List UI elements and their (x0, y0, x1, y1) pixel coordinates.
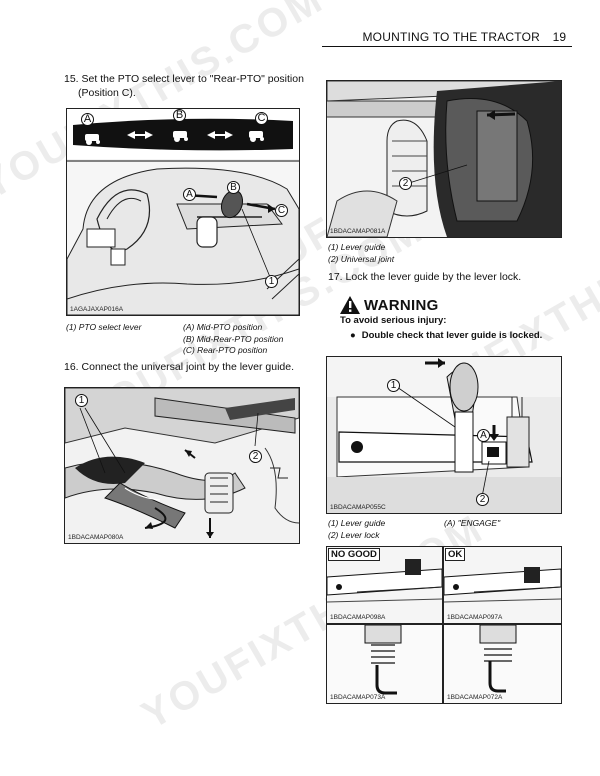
figure-lever-guide: 2 1BDACAMAP081A (326, 80, 562, 238)
caption-fig1-left: (1) PTO select lever (66, 322, 142, 332)
step-text: (Position C). (78, 87, 136, 99)
pto-lever-illustration (67, 109, 299, 315)
marker-a: A (477, 429, 490, 442)
marker-1: 1 (265, 275, 278, 288)
ok-label: OK (445, 548, 466, 561)
marker-2: 2 (249, 450, 262, 463)
marker-b: B (227, 181, 240, 194)
step-number: 17. (328, 271, 343, 283)
figure-code: 1BDACAMAP055C (330, 504, 386, 511)
step-number: 15. (64, 73, 79, 85)
caption-fig1-right: (A) Mid-PTO position (B) Mid-Rear-PTO po… (183, 322, 283, 357)
step-16: 16. Connect the universal joint by the l… (64, 360, 304, 374)
caption-line: (2) Universal joint (328, 253, 395, 264)
page-number: 19 (552, 30, 566, 44)
figure-ok-bottom: 1BDACAMAP072A (443, 624, 562, 704)
figure-code: 1BDACAMAP098A (330, 614, 386, 621)
step-17: 17. Lock the lever guide by the lever lo… (328, 270, 568, 284)
marker-1: 1 (75, 394, 88, 407)
figure-no-good-top: NO GOOD 1BDACAMAP098A (326, 546, 443, 624)
universal-joint-illustration (65, 388, 299, 543)
figure-universal-joint: 1 2 1BDACAMAP080A (64, 387, 300, 544)
warning-triangle-icon (340, 296, 360, 314)
figure-code: 1BDACAMAP073A (330, 694, 386, 701)
figure-code: 1BDACAMAP072A (447, 694, 503, 701)
marker-1: 1 (387, 379, 400, 392)
spring-pin-illustration (327, 625, 442, 703)
warning-subtitle: To avoid serious injury: (340, 315, 447, 326)
marker-2: 2 (476, 493, 489, 506)
marker-a: A (183, 188, 196, 201)
marker-c: C (255, 112, 268, 125)
figure-no-good-bottom: 1BDACAMAP073A (326, 624, 443, 704)
step-number: 16. (64, 361, 79, 373)
marker-a: A (81, 113, 94, 126)
marker-2: 2 (399, 177, 412, 190)
caption-fig4-right: (A) "ENGAGE" (444, 518, 501, 528)
marker-c: C (275, 204, 288, 217)
marker-b: B (173, 109, 186, 122)
header-rule (322, 46, 572, 47)
caption-line: (1) Lever guide (328, 518, 386, 528)
caption-line: (B) Mid-Rear-PTO position (183, 333, 284, 344)
step-text: Set the PTO select lever to "Rear-PTO" p… (81, 73, 304, 85)
warning-bullet-text: Double check that lever guide is locked. (361, 330, 543, 341)
step-15: 15. Set the PTO select lever to "Rear-PT… (64, 72, 304, 100)
caption-fig3: (1) Lever guide (2) Universal joint (328, 242, 394, 265)
figure-lever-lock: 1 A 2 1BDACAMAP055C (326, 356, 562, 514)
lever-guide-illustration (327, 81, 561, 237)
step-text: Lock the lever guide by the lever lock. (345, 271, 522, 283)
figure-code: 1BDACAMAP080A (68, 534, 124, 541)
section-title: MOUNTING TO THE TRACTOR (362, 30, 540, 44)
bullet-icon: ● (350, 330, 356, 341)
caption-line: (2) Lever lock (328, 529, 380, 540)
step-text: Connect the universal joint by the lever… (81, 361, 294, 373)
caption-line: (A) Mid-PTO position (183, 322, 263, 332)
figure-ok-top: OK 1BDACAMAP097A (443, 546, 562, 624)
caption-line: (C) Rear-PTO position (183, 345, 268, 355)
figure-pto-select-lever: A B C A B C 1 1AGAJAXAP016A (66, 108, 300, 316)
warning-box: WARNING To avoid serious injury: ● Double… (340, 296, 570, 342)
figure-code: 1AGAJAXAP016A (70, 306, 124, 313)
warning-title: WARNING (364, 296, 439, 314)
lever-lock-illustration (327, 357, 561, 513)
warning-bullet: ● Double check that lever guide is locked… (340, 329, 570, 342)
spring-pin-illustration (444, 625, 561, 703)
figure-code: 1BDACAMAP081A (330, 228, 386, 235)
caption-line: (1) Lever guide (328, 242, 386, 252)
figure-code: 1BDACAMAP097A (447, 614, 503, 621)
no-good-label: NO GOOD (328, 548, 380, 561)
caption-fig4-left: (1) Lever guide (2) Lever lock (328, 518, 385, 541)
